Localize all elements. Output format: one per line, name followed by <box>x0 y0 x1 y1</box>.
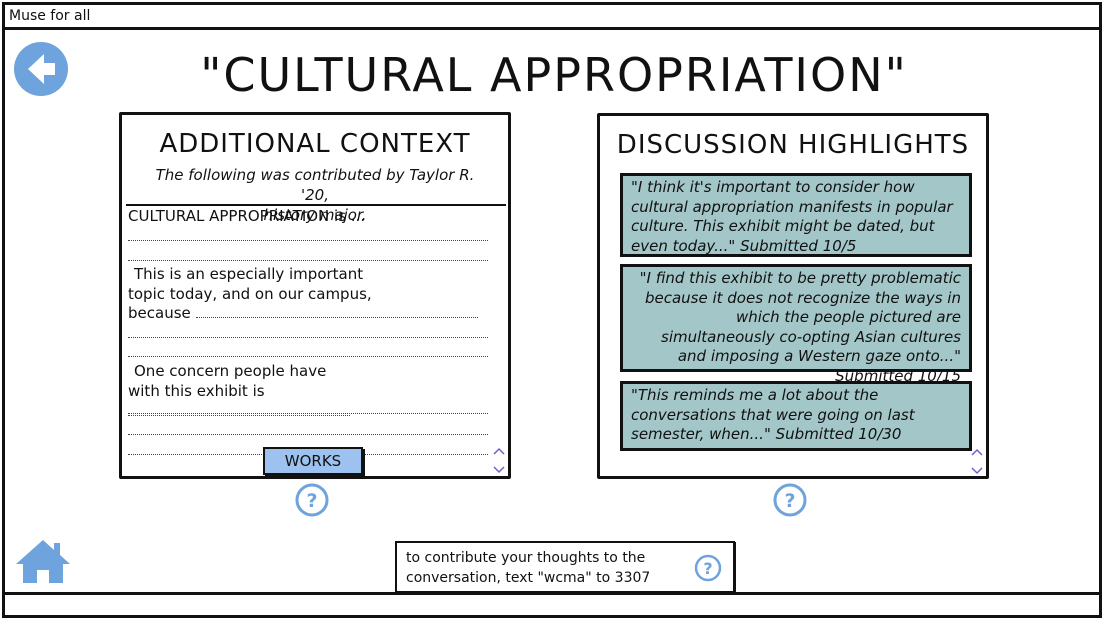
discussion-scroll-arrows[interactable] <box>970 446 984 478</box>
highlight-submitted: Submitted 10/5 <box>740 236 857 255</box>
back-arrow-icon <box>28 54 55 84</box>
fill-line <box>195 317 478 318</box>
context-para-2-line-1: This is an especially important <box>134 265 364 283</box>
discussion-help-icon[interactable]: ? <box>773 483 807 517</box>
sms-help-button[interactable]: ? <box>694 554 722 582</box>
fill-line <box>128 260 488 261</box>
home-button[interactable] <box>14 538 72 584</box>
context-divider <box>126 204 506 206</box>
sms-text: to contribute your thoughts to the conve… <box>406 548 696 588</box>
help-icon: ? <box>773 483 807 517</box>
context-heading: ADDITIONAL CONTEXT <box>159 129 471 159</box>
contributor-line-1: The following was contributed by Taylor … <box>155 166 475 204</box>
discussion-heading: DISCUSSION HIGHLIGHTS <box>616 130 970 160</box>
fill-line <box>128 240 488 241</box>
context-para-2-line-3-text: because <box>128 304 191 322</box>
sms-line-1: to contribute your thoughts to the <box>406 550 646 566</box>
help-icon: ? <box>694 554 722 582</box>
help-icon: ? <box>295 483 329 517</box>
context-para-3-line-2-text: with this exhibit is <box>128 382 265 400</box>
sms-line-2: conversation, text "wcma" to 3307 <box>406 570 651 586</box>
highlight-text: "I think it's important to consider how … <box>631 178 953 255</box>
svg-text:?: ? <box>703 559 712 578</box>
highlight-card[interactable]: "This reminds me a lot about the convers… <box>620 381 972 451</box>
works-button[interactable]: WORKS <box>263 447 363 475</box>
sms-contribute-box: to contribute your thoughts to the conve… <box>395 541 735 593</box>
highlight-card[interactable]: "I think it's important to consider how … <box>620 173 972 257</box>
context-scroll-arrows[interactable] <box>492 445 506 477</box>
contributor-line-2: history major. <box>263 206 367 224</box>
footer-bar <box>2 592 1102 618</box>
context-line-1: CULTURAL APPROPRIATION is ... <box>128 207 366 225</box>
back-button[interactable] <box>14 42 68 96</box>
svg-text:?: ? <box>306 490 317 512</box>
fill-line <box>128 337 488 338</box>
highlight-card[interactable]: "I find this exhibit to be pretty proble… <box>620 264 972 385</box>
additional-context-panel: ADDITIONAL CONTEXT The following was con… <box>119 112 511 479</box>
fill-line <box>128 356 488 357</box>
page-title: "CULTURAL APPROPRIATION" <box>200 48 908 102</box>
fill-line <box>128 434 488 435</box>
window-title: Muse for all <box>9 8 91 24</box>
title-bar: Muse for all <box>2 2 1102 30</box>
context-para-3-line-1: One concern people have <box>134 362 327 380</box>
contributor-note: The following was contributed by Taylor … <box>140 165 490 225</box>
scroll-chevrons-icon <box>971 448 983 475</box>
home-icon <box>16 540 70 583</box>
highlight-submitted: Submitted 10/15 <box>835 366 961 385</box>
scroll-chevrons-icon <box>493 447 505 474</box>
fill-line <box>128 413 488 414</box>
highlight-text: "This reminds me a lot about the convers… <box>631 386 915 443</box>
svg-text:?: ? <box>784 490 795 512</box>
discussion-highlights-panel: DISCUSSION HIGHLIGHTS "I think it's impo… <box>597 113 989 479</box>
context-para-2-line-2: topic today, and on our campus, <box>128 285 372 303</box>
context-help-icon[interactable]: ? <box>295 483 329 517</box>
context-para-3-line-2: with this exhibit is <box>128 382 488 421</box>
highlight-text: "I find this exhibit to be pretty proble… <box>639 269 961 365</box>
highlight-submitted: Submitted 10/30 <box>775 425 902 443</box>
context-para-2-line-3: because <box>128 304 488 324</box>
fill-line <box>128 414 350 416</box>
